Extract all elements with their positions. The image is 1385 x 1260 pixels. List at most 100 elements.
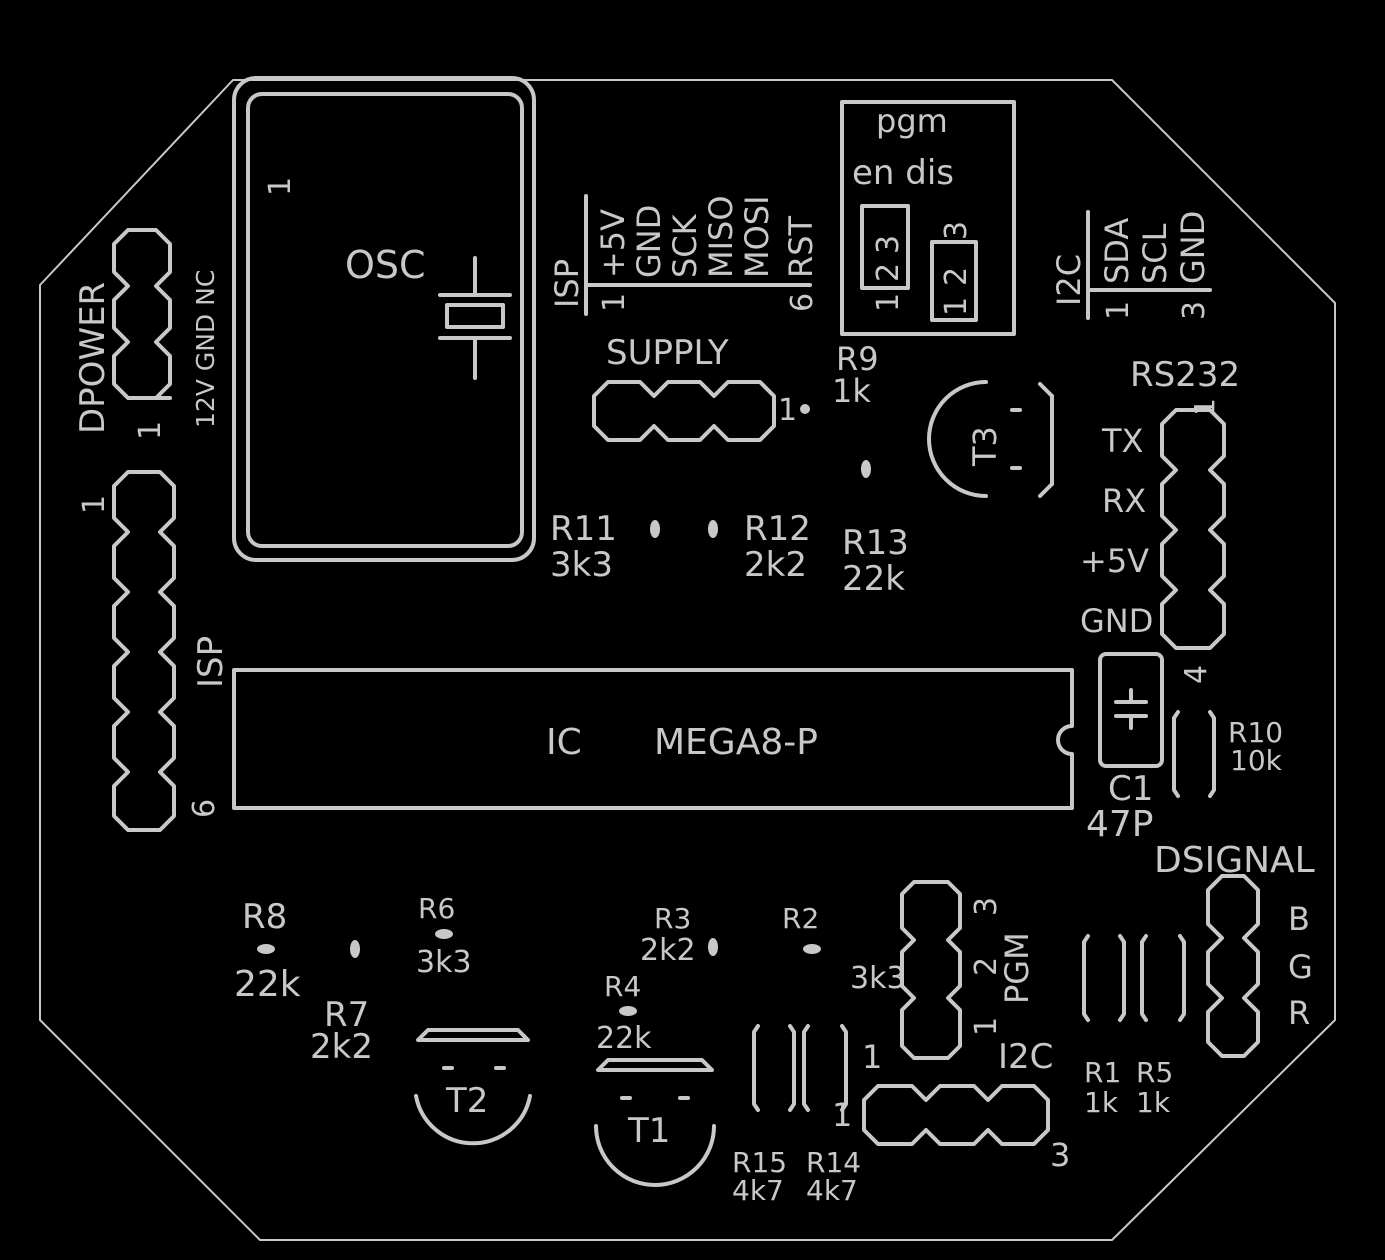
- isp-top-pin-gnd: GND: [630, 205, 668, 278]
- r10-resistor: R10 10k: [1172, 710, 1283, 798]
- pgm-jumper-left-d3: 3: [871, 235, 906, 254]
- dpower-pins: 12V GND NC: [191, 270, 220, 428]
- pgm-jumper-left-d2: 2: [871, 263, 906, 282]
- r15-resistor: R15 4k7: [732, 1024, 796, 1207]
- r14-name: R14: [806, 1146, 861, 1179]
- c1-value: 47P: [1086, 804, 1154, 845]
- r2-pad: [803, 944, 821, 954]
- r2-value: 3k3: [850, 961, 906, 996]
- rs232-name: RS232: [1130, 355, 1240, 395]
- dpower-connector: DPOWER 12V GND NC 1: [73, 228, 220, 440]
- r3-value: 2k2: [640, 933, 696, 968]
- r13-resistor: R13 22k: [842, 523, 909, 599]
- osc-label: OSC: [345, 243, 426, 287]
- r2-name: R2: [782, 902, 819, 935]
- dsignal-pin-g: G: [1288, 948, 1313, 986]
- r2-resistor: R2 3k3: [782, 902, 906, 996]
- r3-resistor: R3 2k2: [640, 902, 718, 968]
- r1-name: R1: [1084, 1056, 1121, 1089]
- ic-outline: [232, 668, 1074, 810]
- i2c-bottom-side1: 1: [862, 1038, 882, 1076]
- r12-resistor: R12 2k2: [708, 509, 811, 585]
- r11-pad: [650, 520, 660, 538]
- r13-value: 22k: [842, 559, 905, 599]
- supply-pad: [800, 404, 810, 414]
- r5-value: 1k: [1136, 1086, 1171, 1119]
- i2c-top-name: I2C: [1050, 254, 1088, 306]
- pgm-header: 3 2 1 PGM: [900, 880, 1036, 1060]
- r10-name: R10: [1228, 716, 1283, 749]
- r4-resistor: R4 22k: [596, 970, 652, 1056]
- r10-value: 10k: [1230, 744, 1283, 777]
- r11-resistor: R11 3k3: [550, 509, 660, 585]
- rs232-header-outline: [1160, 408, 1226, 650]
- r1-value: 1k: [1084, 1086, 1119, 1119]
- pgm-header-pin3: 3: [969, 897, 1004, 916]
- dpower-header-outline: [112, 228, 172, 400]
- r9-name: R9: [836, 340, 879, 378]
- osc-outline-inner: [246, 92, 524, 548]
- i2c-bottom-connector: I2C 1 1 3: [832, 1037, 1070, 1174]
- r5-name: R5: [1136, 1056, 1173, 1089]
- rs232-pin-gnd: GND: [1080, 602, 1153, 640]
- supply-connector: SUPPLY 1: [592, 333, 810, 442]
- c1-outline: [1098, 652, 1164, 768]
- dpower-name: DPOWER: [73, 282, 113, 434]
- t1-outline: [596, 1058, 714, 1072]
- i2c-top-pin1: 1: [1101, 301, 1136, 320]
- isp-left-pin6: 6: [187, 799, 222, 818]
- r12-name: R12: [744, 509, 811, 549]
- t3-name: T3: [966, 426, 1004, 467]
- r8-pad: [257, 944, 275, 954]
- isp-top-pin-miso: MISO: [702, 195, 740, 278]
- r7-value: 2k2: [310, 1027, 373, 1067]
- pgm-jumper: pgm en dis 1 2 3 1 2 3: [840, 100, 1016, 336]
- r4-value: 22k: [596, 1021, 652, 1056]
- r6-value: 3k3: [416, 945, 472, 980]
- isp-top-pin-5v: +5V: [594, 209, 632, 278]
- t1-name: T1: [627, 1111, 670, 1151]
- r9-pad: [861, 460, 871, 478]
- isp-top-pin-rst: RST: [782, 215, 820, 278]
- isp-top-pin6: 6: [785, 293, 820, 312]
- rs232-pin-5v: +5V: [1080, 542, 1149, 580]
- pgm-jumper-left-block: [860, 204, 910, 290]
- osc-pin1: 1: [263, 177, 298, 196]
- i2c-top-pin-sda: SDA: [1098, 218, 1136, 284]
- supply-header-outline: [592, 380, 776, 442]
- dsignal-connector: DSIGNAL B G R: [1154, 840, 1315, 1058]
- c1-name: C1: [1108, 769, 1153, 809]
- isp-left-connector: ISP 1 6: [77, 470, 231, 832]
- t2-transistor: T2: [414, 1028, 532, 1146]
- isp-left-header-outline: [112, 470, 176, 832]
- osc-outline-outer: [232, 76, 536, 562]
- r9-resistor: R9 1k: [832, 340, 879, 478]
- r13-name: R13: [842, 523, 909, 563]
- i2c-top-pin3: 3: [1177, 301, 1212, 320]
- r14-resistor: R14 4k7: [802, 1024, 861, 1207]
- r3-name: R3: [654, 902, 691, 935]
- rs232-pin-rx: RX: [1102, 482, 1146, 520]
- rs232-pin-tx: TX: [1101, 422, 1143, 460]
- rs232-pin4: 4: [1179, 665, 1214, 684]
- isp-left-name: ISP: [191, 636, 231, 688]
- i2c-bottom-name: I2C: [998, 1037, 1053, 1077]
- pgm-jumper-modes: en dis: [852, 153, 954, 193]
- r6-name: R6: [418, 892, 455, 925]
- board-outline: [39, 79, 1336, 1241]
- t3-transistor: T3: [927, 380, 1054, 498]
- r9-value: 1k: [832, 372, 871, 410]
- dsignal-pin-r: R: [1288, 994, 1310, 1032]
- dsignal-header-outline: [1206, 874, 1260, 1058]
- c1-capacitor: C1 47P: [1086, 652, 1164, 845]
- isp-top-name: ISP: [548, 259, 586, 308]
- r1-resistor: R1 1k: [1082, 934, 1126, 1119]
- pgm-header-pin2: 2: [969, 957, 1004, 976]
- osc-component: OSC 1: [232, 76, 536, 562]
- r8-resistor: R8 22k: [234, 897, 301, 1005]
- pgm-jumper-frame: [840, 100, 1016, 336]
- r8-name: R8: [242, 897, 287, 937]
- i2c-bottom-pin3: 3: [1050, 1136, 1070, 1174]
- pgm-jumper-right-block: [930, 240, 978, 322]
